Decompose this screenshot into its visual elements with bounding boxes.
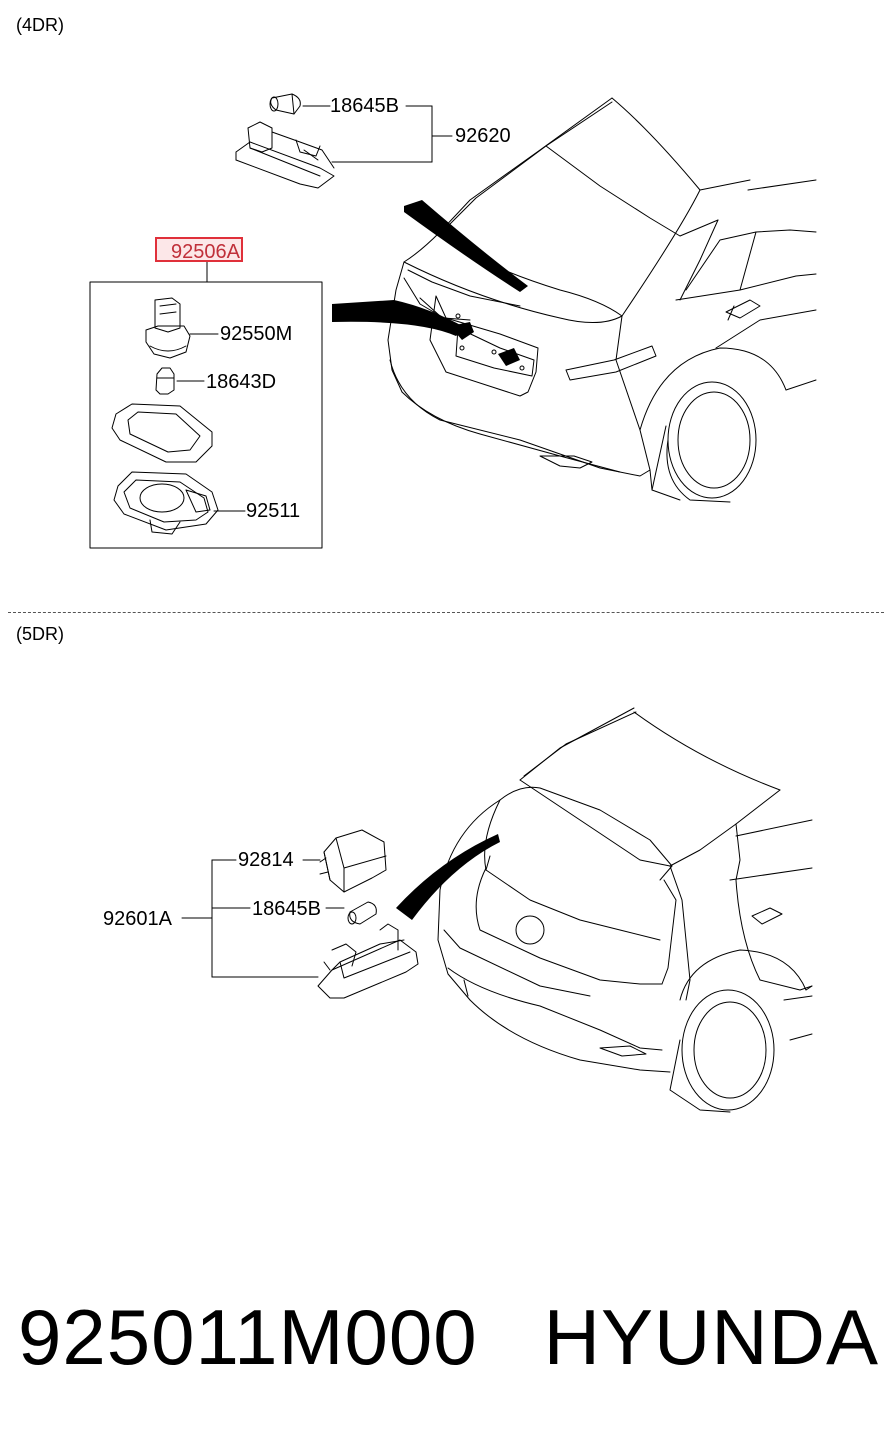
cover-icon	[319, 829, 387, 893]
socket-icon	[145, 297, 191, 359]
footer-part-number: 925011M000	[18, 1293, 478, 1381]
part-label-92550m: 92550M	[220, 323, 293, 345]
part-label-92601a: 92601A	[103, 908, 172, 930]
small-bulb-icon	[155, 367, 175, 395]
bulb-icon	[269, 93, 301, 115]
part-label-92511: 92511	[246, 500, 301, 522]
part-label-18645b-bottom: 18645B	[252, 898, 321, 920]
arrow-top-upper	[404, 200, 528, 292]
arrow-bottom	[396, 834, 500, 920]
hatchback-car-outline	[437, 707, 813, 1113]
lamp-housing-icon	[235, 121, 335, 189]
part-label-92506a: 92506A	[171, 241, 240, 263]
part-label-18645b-top: 18645B	[330, 95, 399, 117]
part-label-92620: 92620	[455, 125, 511, 147]
part-label-18643d: 18643D	[206, 371, 277, 393]
lamp-mark-right	[498, 348, 520, 366]
footer-brand: HYUNDAI	[543, 1293, 886, 1381]
pointer-arrows	[332, 200, 528, 920]
bulb-icon-bottom	[347, 901, 377, 925]
assembly-box	[89, 281, 323, 549]
section-divider	[8, 612, 884, 613]
highlighted-part-92506a[interactable]: 92506A	[155, 237, 243, 263]
leader-lines-top	[176, 105, 453, 512]
leader-lines-bottom	[181, 859, 345, 978]
lamp-mark-left	[450, 322, 474, 340]
lens-housing-icon	[113, 471, 219, 535]
section-label-4dr: (4DR)	[16, 15, 64, 35]
sedan-car-outline	[387, 97, 817, 503]
section-label-5dr: (5DR)	[16, 624, 64, 644]
gasket-icon	[111, 403, 213, 463]
arrow-top-plate	[332, 300, 466, 336]
part-label-92814: 92814	[238, 849, 294, 871]
lamp-assy-icon	[317, 923, 419, 999]
